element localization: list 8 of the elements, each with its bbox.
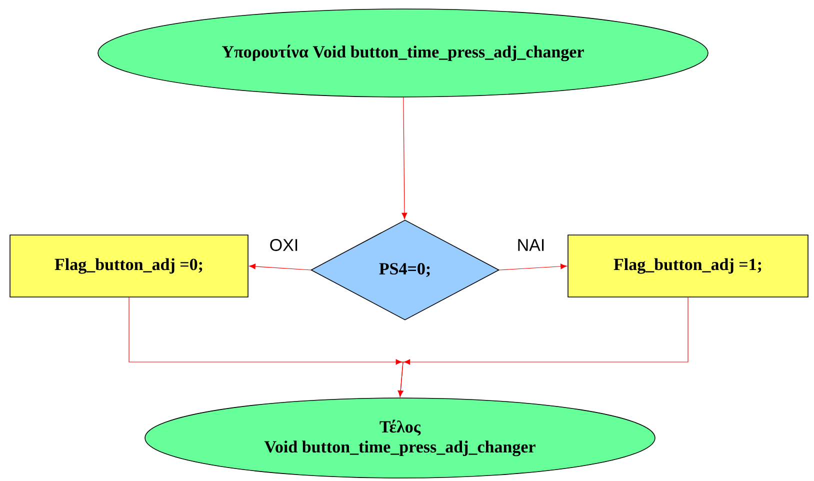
edge-label: ΟΧΙ (268, 238, 300, 252)
arrow (249, 264, 311, 270)
process-box: Flag_button_adj =0; (10, 234, 248, 298)
arrow (398, 297, 688, 397)
process-box: Flag_button_adj =1; (568, 234, 808, 298)
arrow (499, 264, 567, 270)
edge-label: ΝΑΙ (516, 238, 546, 252)
arrow (402, 97, 408, 220)
